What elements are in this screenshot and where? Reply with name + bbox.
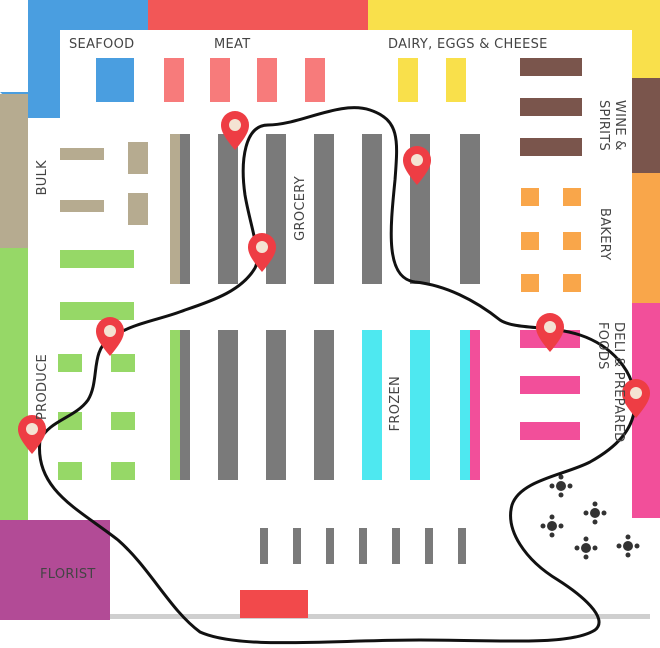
dining-table-icon [583,501,607,525]
map-pin-icon[interactable] [96,317,124,356]
frozen-aisle [460,330,470,480]
frozen-label: FROZEN [388,376,403,432]
bakery-wall [632,173,660,303]
meat-case [305,58,325,102]
produce-table [111,354,135,372]
frozen-aisle [410,330,430,480]
map-pin-icon[interactable] [221,111,249,150]
seafood-label: SEAFOOD [69,37,135,52]
shopping-route [38,106,637,645]
dairy-label: DAIRY, EGGS & CHEESE [388,37,548,52]
deli-counter [520,376,580,394]
bakery-table [521,274,539,292]
bulk-bin [128,142,148,174]
bulk-wall [0,94,28,248]
dairy-case [446,58,466,102]
checkout-lane [326,528,334,564]
grocery-aisle [218,134,238,284]
grocery-aisle [460,134,480,284]
bottom-wall [110,614,650,619]
aisle-endcap-deli [470,330,480,480]
checkout-lane [293,528,301,564]
meat-case [210,58,230,102]
produce-table [58,462,82,480]
bakery-table [521,188,539,206]
bakery-table [521,232,539,250]
entrance-mat [240,590,308,618]
grocery-aisle [266,330,286,480]
grocery-aisle [362,134,382,284]
wine-rack [520,58,582,76]
florist-stand [58,538,104,556]
grocery-aisle [180,134,190,284]
aisle-endcap-bulk [170,134,180,284]
checkout-lane [458,528,466,564]
grocery-aisle [218,330,238,480]
grocery-aisle [314,330,334,480]
bulk-label: BULK [35,160,50,196]
dining-table-icon [574,536,598,560]
deli-label: DELI & PREPARED FOODS [595,322,626,443]
produce-table [60,250,134,268]
map-pin-icon[interactable] [536,313,564,352]
grocery-label: GROCERY [293,176,308,241]
frozen-aisle [362,330,382,480]
produce-table [58,412,82,430]
produce-label: PRODUCE [35,354,50,421]
meat-wall [148,0,368,30]
produce-table [60,302,134,320]
wine-rack [520,138,582,156]
map-pin-icon[interactable] [622,379,650,418]
wine-label: WINE & SPIRITS [596,100,627,152]
meat-label: MEAT [214,37,251,52]
florist-wall [0,520,110,620]
bakery-label: BAKERY [597,208,612,261]
bakery-table [563,274,581,292]
seafood-corner-wall [0,0,60,118]
produce-table [58,354,82,372]
dairy-corner-wall [632,0,660,78]
checkout-lane [425,528,433,564]
map-pin-icon[interactable] [248,233,276,272]
checkout-lane [392,528,400,564]
dairy-case [398,58,418,102]
produce-wall [0,248,28,520]
grocery-aisle [180,330,190,480]
deli-counter [520,422,580,440]
wine-wall [632,78,660,173]
checkout-lane [260,528,268,564]
dining-table-icon [616,534,640,558]
meat-case [257,58,277,102]
bakery-table [563,232,581,250]
checkout-lane [359,528,367,564]
bakery-table [563,188,581,206]
aisle-endcap-produce [170,330,180,480]
dining-table-icon [540,514,564,538]
florist-label: FLORIST [40,567,96,582]
grocery-aisle [314,134,334,284]
bulk-bin [128,193,148,225]
map-pin-icon[interactable] [18,415,46,454]
dairy-wall [368,0,660,30]
produce-table [111,412,135,430]
produce-table [111,462,135,480]
dining-table-icon [549,474,573,498]
map-pin-icon[interactable] [403,146,431,185]
wine-rack [520,98,582,116]
bulk-bin [60,148,104,160]
bulk-bin [60,200,104,212]
seafood-case [96,58,134,102]
meat-case [164,58,184,102]
